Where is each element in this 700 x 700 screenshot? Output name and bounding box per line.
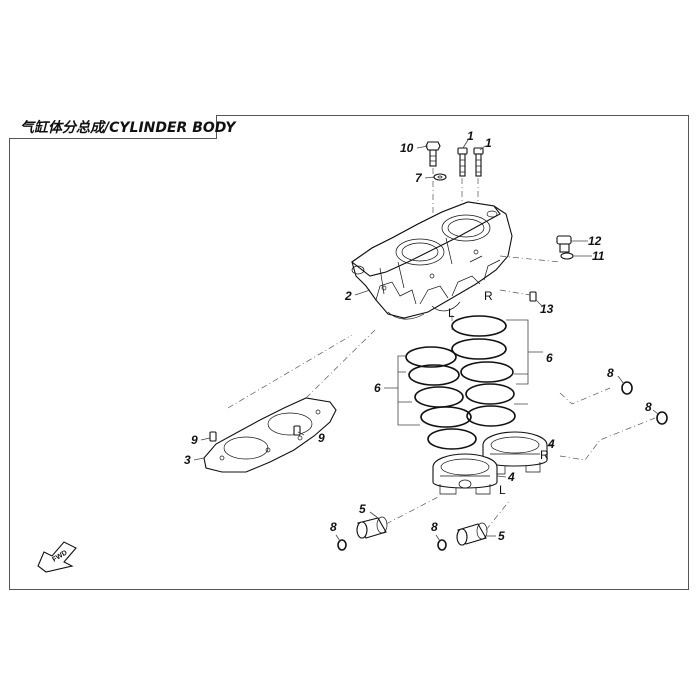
bolt-10 bbox=[425, 141, 441, 167]
callout-1a: 1 bbox=[467, 129, 474, 143]
bolt-1-left bbox=[457, 147, 468, 177]
callout-8-top: 8 bbox=[607, 366, 614, 380]
callout-6-left: 6 bbox=[374, 381, 381, 395]
washer-7 bbox=[433, 173, 447, 181]
piston-rings-left bbox=[405, 346, 477, 450]
side-mark-R-block: R bbox=[484, 289, 493, 303]
side-mark-R-piston: R bbox=[540, 448, 549, 462]
callout-8-bottom-left: 8 bbox=[330, 520, 337, 534]
callout-8-mid: 8 bbox=[645, 400, 652, 414]
diagram-title: 气缸体分总成/CYLINDER BODY bbox=[20, 120, 236, 136]
piston-4-left bbox=[432, 453, 498, 495]
washer-11 bbox=[560, 252, 574, 260]
diagram-frame bbox=[9, 115, 689, 590]
callout-1b: 1 bbox=[485, 136, 492, 150]
side-mark-L-piston: L bbox=[499, 483, 506, 497]
dowel-pin-13 bbox=[529, 291, 537, 302]
callout-3: 3 bbox=[184, 453, 191, 467]
oil-jet-12 bbox=[556, 235, 572, 253]
callout-9-right: 9 bbox=[318, 431, 325, 445]
piston-4-right bbox=[482, 431, 548, 475]
circlip-8-bl bbox=[337, 539, 347, 551]
callout-4-right: 4 bbox=[547, 437, 555, 451]
circlip-8-mid bbox=[656, 411, 668, 425]
piston-pin-5-left bbox=[356, 516, 388, 539]
fwd-arrow-icon: FWD bbox=[37, 541, 77, 573]
piston-rings-right bbox=[451, 315, 516, 427]
callout-12: 12 bbox=[588, 234, 602, 248]
bolt-1-right bbox=[473, 147, 484, 177]
piston-pin-5-right bbox=[456, 522, 488, 546]
callout-11: 11 bbox=[592, 249, 605, 263]
callout-4-left: 4 bbox=[507, 470, 515, 484]
side-mark-L-block: L bbox=[448, 306, 455, 320]
callout-9-left: 9 bbox=[191, 433, 198, 447]
gasket-3 bbox=[203, 397, 337, 473]
callout-2: 2 bbox=[344, 289, 352, 303]
circlip-8-top bbox=[621, 381, 633, 395]
dowel-9-right bbox=[293, 425, 301, 436]
title-box bbox=[9, 115, 217, 139]
cylinder-block-2 bbox=[351, 201, 513, 320]
callout-6-right: 6 bbox=[546, 351, 553, 365]
callout-8-bottom-mid: 8 bbox=[431, 520, 438, 534]
callout-13: 13 bbox=[540, 302, 554, 316]
dowel-9-left bbox=[209, 431, 217, 442]
callout-7: 7 bbox=[415, 171, 423, 185]
callout-5-left: 5 bbox=[359, 502, 366, 516]
callout-5-right: 5 bbox=[498, 529, 505, 543]
callout-10: 10 bbox=[400, 141, 414, 155]
circlip-8-bm bbox=[437, 539, 447, 551]
